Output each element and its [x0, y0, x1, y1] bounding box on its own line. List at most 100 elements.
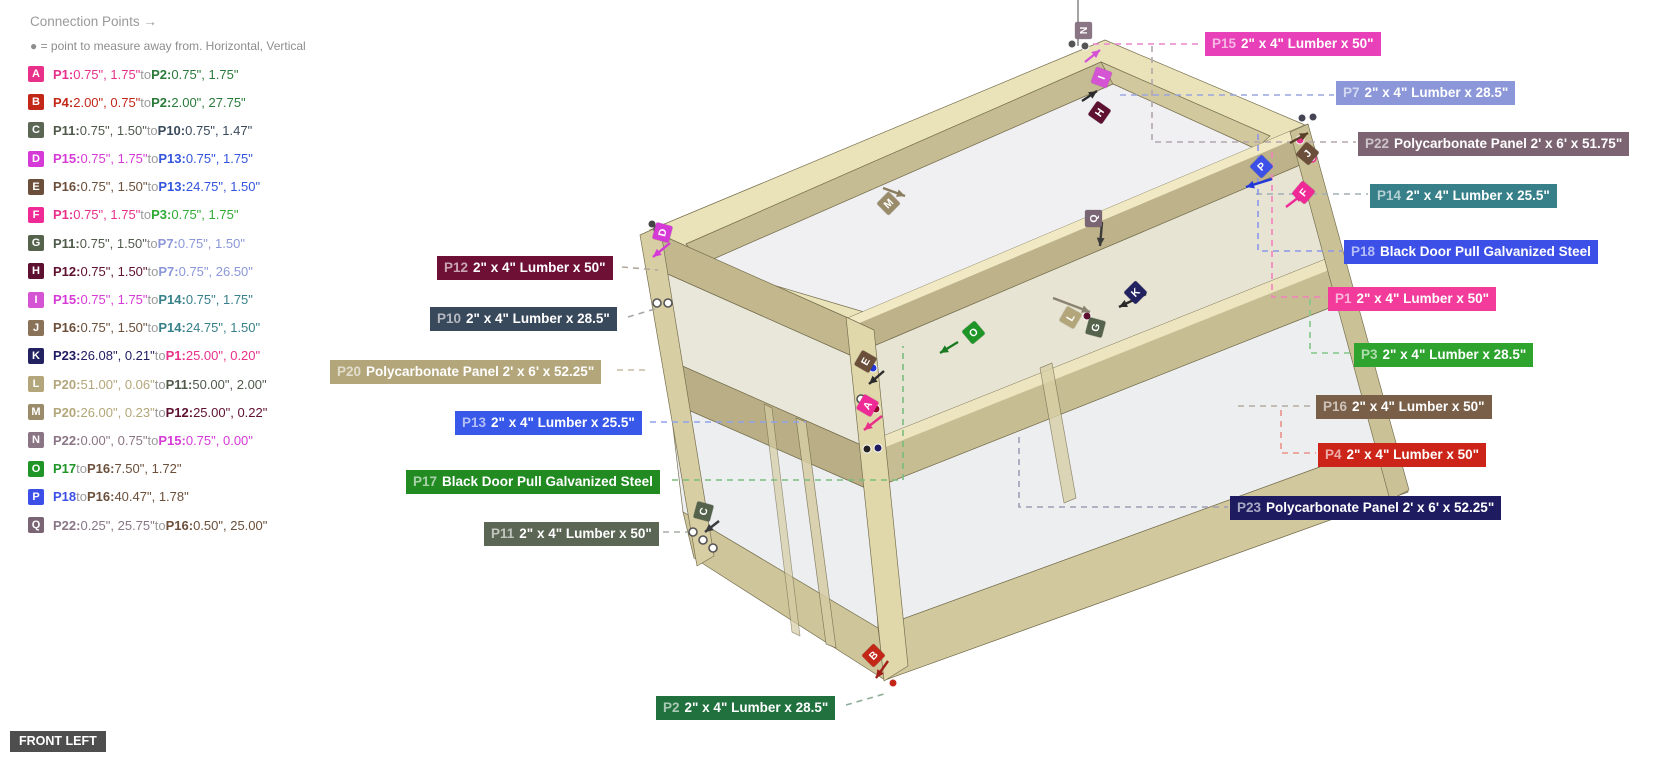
part-label-text: 2" x 4" Lumber x 50"	[1346, 447, 1480, 462]
legend-text: 0.75", 1.50"	[80, 320, 148, 336]
legend-text: P3:	[151, 207, 172, 223]
legend-text: 0.75", 1.50"	[79, 122, 147, 138]
part-label-prefix: P13	[462, 415, 487, 430]
part-label-text: 2" x 4" Lumber x 28.5"	[1364, 85, 1509, 100]
legend-text: 0.00", 0.75"	[80, 432, 148, 448]
model-right-mid-rail-edge	[861, 253, 1344, 456]
legend-text: P4:	[53, 94, 74, 110]
legend-text: P2:	[151, 66, 172, 82]
part-label-text: Polycarbonate Panel 2' x 6' x 52.25"	[1266, 500, 1495, 515]
legend-text: P12:	[53, 263, 81, 279]
legend-text: P7:	[157, 235, 178, 251]
model-marker-Q: Q	[1084, 209, 1102, 227]
legend-text: P2:	[151, 94, 172, 110]
marker-arrowhead	[1088, 91, 1097, 99]
legend-badge-N: N	[28, 432, 44, 449]
model-door-strip-2	[763, 403, 801, 637]
legend-text: 26.08", 0.21"	[80, 348, 155, 364]
legend-text: 0.75", 1.50"	[80, 179, 148, 195]
leader-line	[1151, 46, 1356, 143]
connection-dot	[862, 444, 872, 454]
legend-text: 0.75", 1.75"	[80, 292, 148, 307]
marker-arrowhead	[1246, 180, 1255, 189]
marker-arrowhead	[869, 375, 878, 384]
connection-dot	[663, 298, 673, 308]
legend-text: to	[146, 235, 158, 251]
connection-dot	[1080, 41, 1090, 51]
legend-text: P15:	[53, 151, 81, 167]
legend-text: P1:	[53, 207, 74, 223]
legend-text: 0.75", 1.75"	[73, 66, 141, 82]
legend-text: 24.75", 1.50"	[185, 179, 261, 195]
legend-text: 0.75", 1.47"	[185, 122, 253, 138]
marker-arrowhead	[1299, 133, 1308, 141]
legend-text: P14:	[158, 320, 186, 336]
legend-text: to	[154, 517, 166, 533]
legend-text: to	[147, 292, 159, 307]
legend-text: to	[76, 461, 87, 477]
marker-arrowhead	[896, 189, 905, 197]
part-label-text: 2" x 4" Lumber x 28.5"	[466, 311, 610, 326]
part-label-prefix: P14	[1377, 188, 1402, 203]
legend-badge-I: I	[28, 291, 44, 308]
part-label-text: 2" x 4" Lumber x 28.5"	[1382, 347, 1527, 362]
legend-badge-H: H	[28, 263, 44, 280]
leader-line	[1280, 410, 1316, 454]
legend-badge-J: J	[28, 319, 44, 336]
legend-text: 2.00", 27.75"	[171, 94, 246, 110]
legend-text: P16:	[53, 179, 81, 195]
part-label-prefix: P1	[1335, 291, 1352, 306]
legend-text: 0.75", 1.50"	[80, 263, 148, 279]
legend-text: to	[140, 94, 152, 110]
legend-text: 24.75", 1.50"	[185, 320, 261, 336]
part-label-prefix: P15	[1212, 36, 1237, 51]
part-label-P23: P23 Polycarbonate Panel 2' x 6' x 52.25"	[1230, 496, 1502, 520]
legend-text: P20:	[53, 376, 81, 392]
legend-text: P15:	[158, 432, 186, 448]
legend-badge-A: A	[28, 66, 44, 82]
legend-badge-E: E	[28, 178, 44, 195]
model-marker-D: D	[651, 221, 673, 243]
part-label-text: Black Door Pull Galvanized Steel	[442, 474, 653, 489]
part-label-text: Polycarbonate Panel 2' x 6' x 52.25"	[366, 364, 595, 379]
connection-dot	[1308, 112, 1318, 122]
legend-text: P10:	[157, 122, 186, 138]
legend-badge-P: P	[28, 488, 44, 505]
part-label-text: 2" x 4" Lumber x 50"	[519, 526, 652, 541]
model-marker-N: N	[1074, 21, 1092, 39]
part-label-prefix: P23	[1237, 500, 1262, 515]
legend-text: P1:	[53, 66, 74, 82]
marker-arrows	[652, 49, 1309, 679]
leader-line	[1018, 437, 1228, 508]
legend-text: 26.00", 0.23"	[80, 404, 155, 420]
legend-text: P16:	[86, 461, 115, 477]
part-label-prefix: P18	[1351, 244, 1376, 259]
legend-text: P13:	[158, 151, 186, 167]
legend-text: P11:	[53, 122, 80, 138]
legend-text: P20:	[53, 404, 81, 420]
legend-text: 0.75", 1.75"	[73, 207, 141, 223]
legend-text: 0.75", 1.75"	[171, 207, 239, 223]
part-label-prefix: P12	[444, 260, 469, 275]
part-label-text: 2" x 4" Lumber x 28.5"	[684, 700, 829, 715]
marker-arrowhead	[705, 523, 714, 532]
legend-text: P16:	[165, 517, 194, 533]
legend-text: P15:	[53, 292, 81, 307]
leader-line	[1309, 299, 1352, 354]
legend-text: 51.00", 0.06"	[80, 376, 155, 392]
